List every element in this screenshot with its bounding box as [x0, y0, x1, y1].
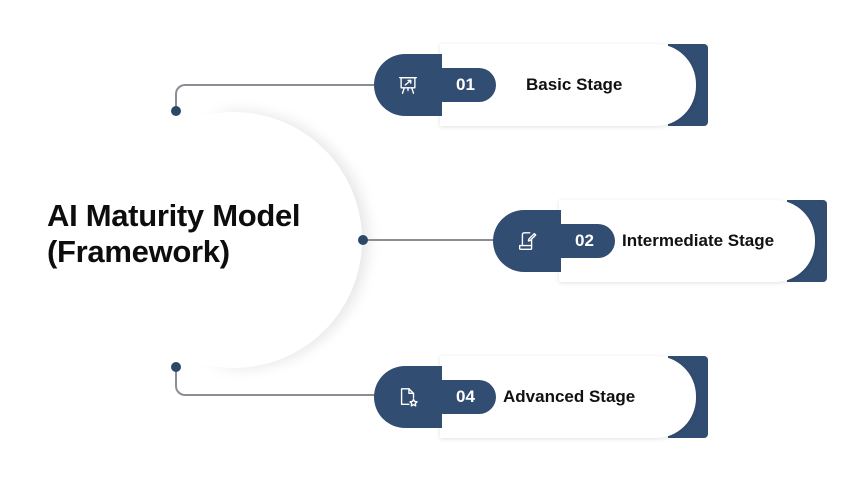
title-line-2: (Framework) [47, 234, 230, 269]
connector-dot-middle [358, 235, 368, 245]
hub-mask [0, 100, 236, 380]
stage-label: Basic Stage [526, 75, 623, 94]
stage-number: 02 [559, 224, 615, 258]
document-star-icon [400, 388, 418, 407]
stage-icon-badge [374, 54, 442, 116]
stage-card-02: 02 Intermediate Stage [493, 200, 829, 282]
stage-number: 04 [440, 380, 496, 414]
connector-dot-bottom [171, 362, 181, 372]
presentation-board-icon [399, 76, 417, 94]
stage-card-04: 04 Advanced Stage [374, 356, 710, 438]
stage-icon-badge [374, 366, 442, 428]
title-line-1: AI Maturity Model [47, 198, 301, 233]
connector-bottom [175, 368, 375, 396]
document-edit-icon [518, 232, 537, 250]
diagram-title: AI Maturity Model (Framework) [47, 198, 301, 270]
stage-label: Advanced Stage [503, 387, 636, 406]
stage-card-01: 01 Basic Stage [374, 44, 710, 126]
stage-label: Intermediate Stage [622, 231, 775, 250]
stage-icon-badge [493, 210, 561, 272]
connector-top [175, 84, 375, 112]
stage-number: 01 [440, 68, 496, 102]
connector-dot-top [171, 106, 181, 116]
connector-middle [364, 239, 496, 241]
